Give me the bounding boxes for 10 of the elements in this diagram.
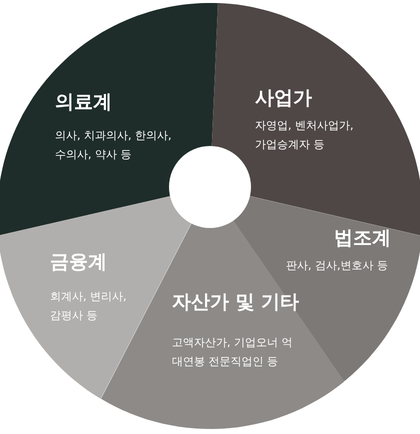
segment-description: 회계사, 변리사, 감평사 등 xyxy=(50,289,128,324)
segment-description: 자영업, 벤처사업가, 가업승계자 등 xyxy=(255,118,354,153)
segment-description: 고액자산가, 기업오너 억대연봉 전문직업인 등 xyxy=(172,335,294,370)
segment-title: 사업가 xyxy=(255,86,312,110)
segment-description: 판사, 검사,변호사 등 xyxy=(286,258,388,274)
segment-title: 금융계 xyxy=(50,250,107,274)
segment-title: 법조계 xyxy=(334,226,391,250)
segment-description: 의사, 치과의사, 한의사, 수의사, 약사 등 xyxy=(55,128,172,163)
segment-title: 의료계 xyxy=(55,90,112,114)
segment-title: 자산가 및 기타 xyxy=(172,290,300,314)
